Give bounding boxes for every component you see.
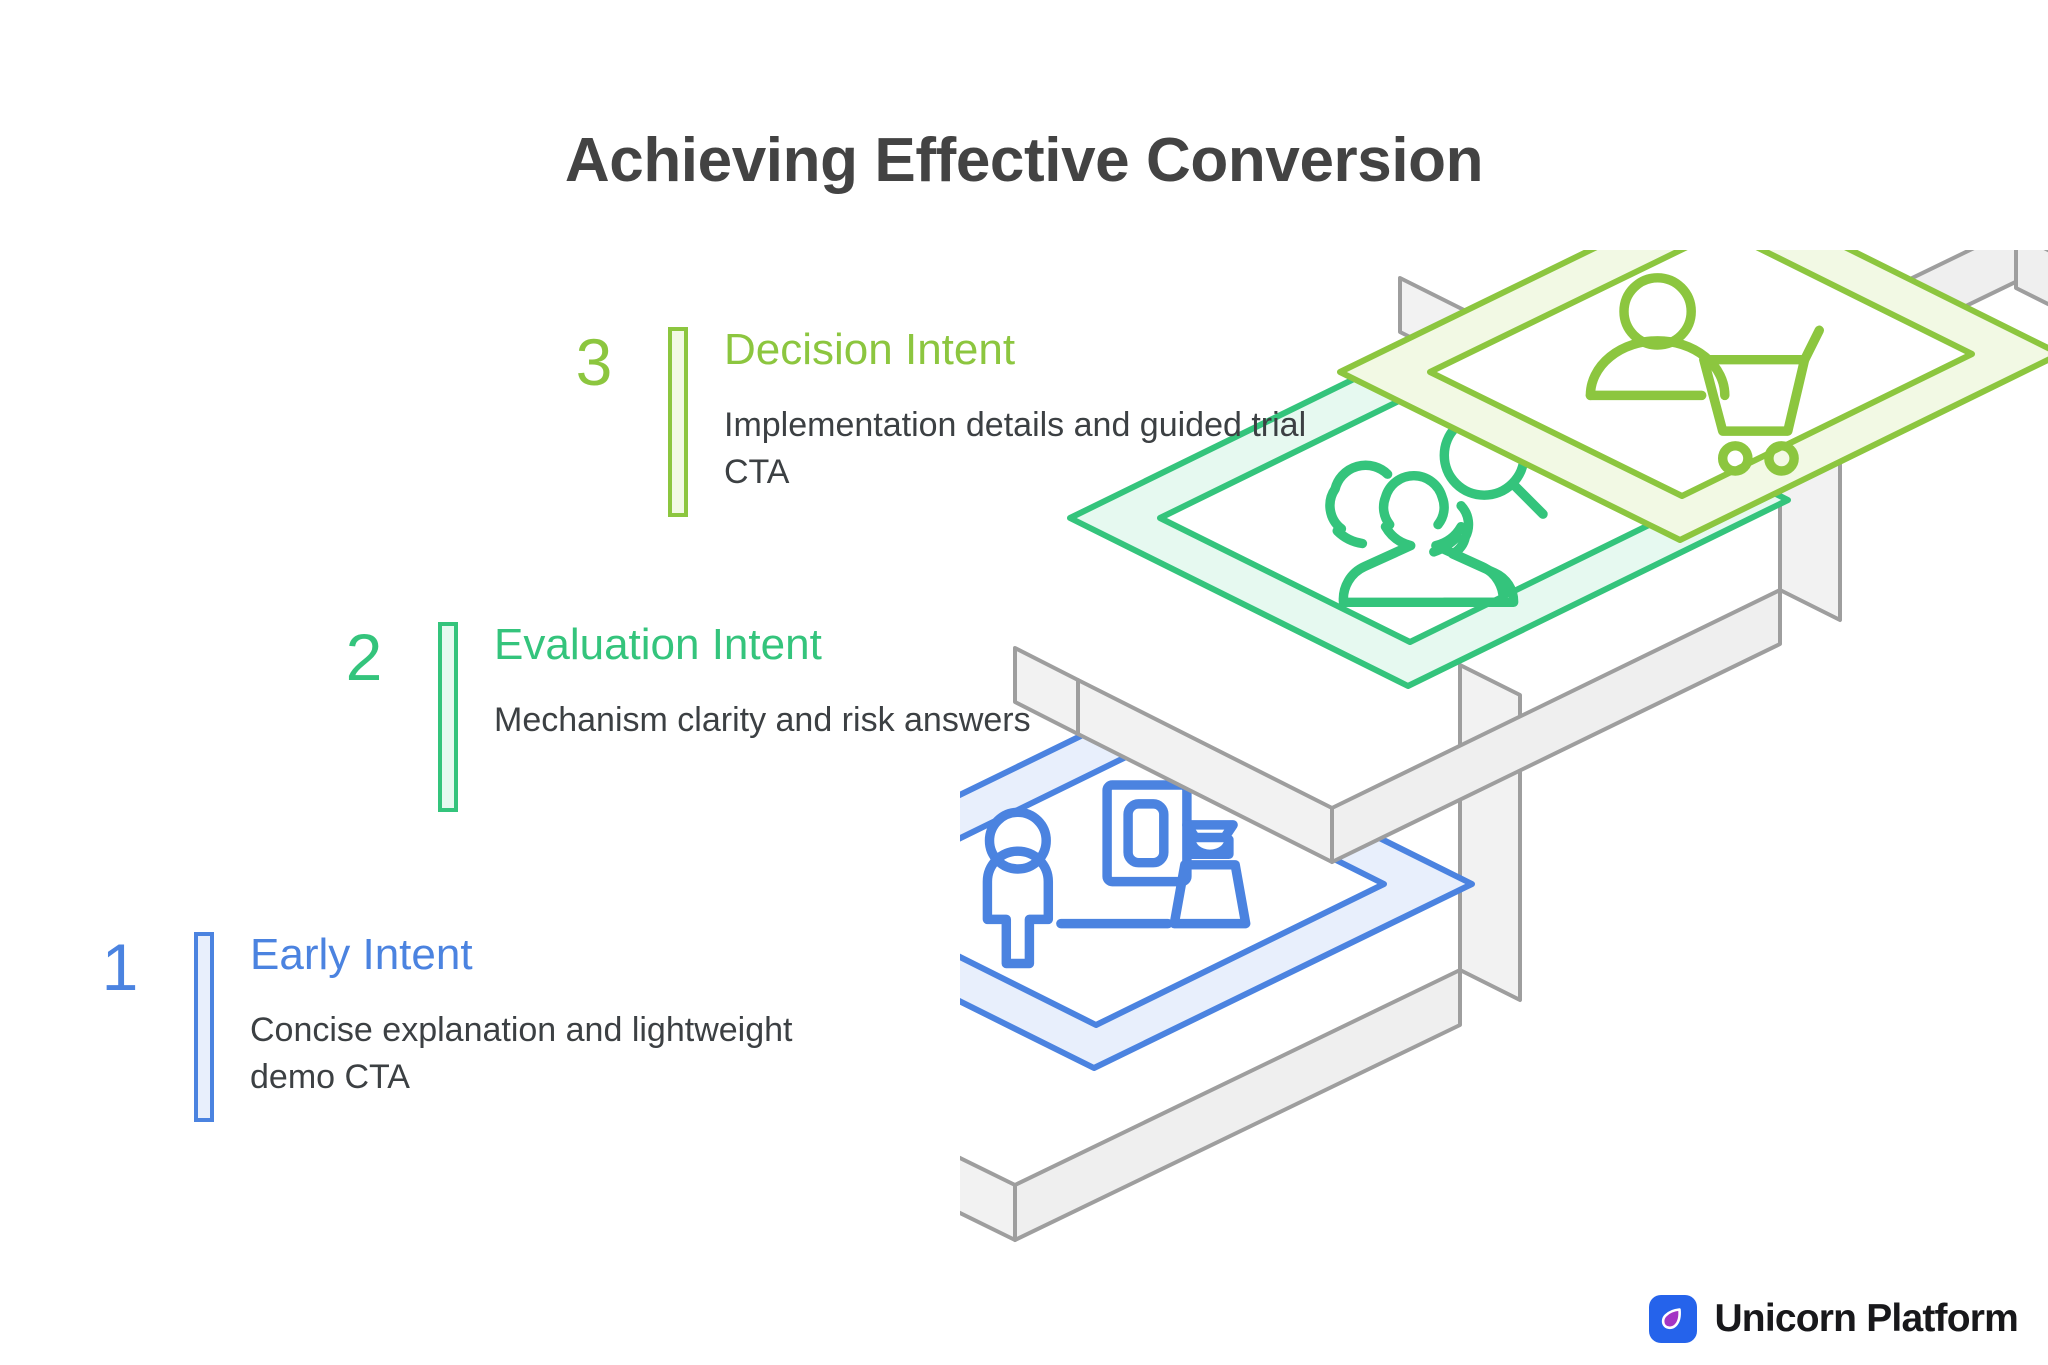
step-body-1: Early Intent Concise explanation and lig…	[250, 930, 818, 1101]
step-heading-3: Decision Intent	[724, 325, 1016, 374]
person-podium-gallery-icon	[982, 780, 1251, 969]
step-heading-2: Evaluation Intent	[494, 620, 822, 669]
step-description-2: Mechanism clarity and risk answers	[494, 701, 1031, 740]
step-block-1: 1 Early Intent Concise explanation and l…	[78, 930, 818, 1122]
step-block-2: 2 Evaluation Intent Mechanism clarity an…	[322, 620, 1062, 812]
isometric-staircase-diagram	[960, 250, 2048, 1250]
step-number-1: 1	[101, 930, 139, 1004]
step-number-3: 3	[575, 325, 613, 399]
step-body-2: Evaluation Intent Mechanism clarity and …	[494, 620, 1062, 744]
unicorn-droplet-logo-icon	[1649, 1295, 1698, 1343]
brand-name-label: Unicorn Platform	[1714, 1297, 2018, 1340]
step-number-2: 2	[345, 620, 383, 694]
step-accent-bar-1	[194, 932, 214, 1122]
step-platform-1-blue	[960, 663, 1522, 1242]
page-title: Achieving Effective Conversion	[564, 126, 1484, 195]
step-block-3: 3 Decision Intent Implementation details…	[552, 325, 1312, 517]
step-body-3: Decision Intent Implementation details a…	[724, 325, 1312, 496]
step-heading-1: Early Intent	[250, 930, 473, 979]
step-description-1: Concise explanation and lightweight demo…	[250, 1011, 793, 1097]
brand-logo: Unicorn Platform	[1649, 1295, 2019, 1343]
step-description-3: Implementation details and guided trial …	[724, 406, 1307, 492]
step-accent-bar-3	[668, 327, 688, 517]
person-shopping-cart-icon	[1585, 273, 1825, 476]
step-accent-bar-2	[438, 622, 458, 812]
